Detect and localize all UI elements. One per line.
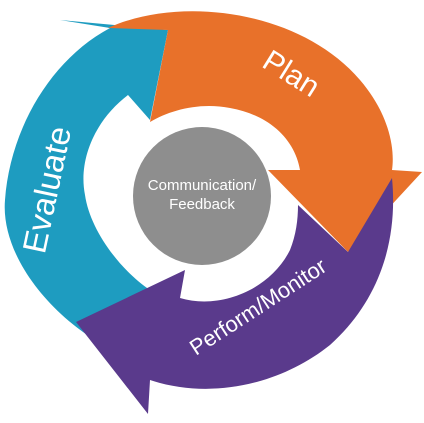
center-hub xyxy=(133,127,271,265)
evaluate-arrow xyxy=(4,20,168,358)
plan-arrow xyxy=(108,11,422,252)
perform-monitor-arrow xyxy=(76,178,394,414)
center-label-line1: Communication/ xyxy=(148,177,257,194)
center-label-line2: Feedback xyxy=(169,196,235,213)
